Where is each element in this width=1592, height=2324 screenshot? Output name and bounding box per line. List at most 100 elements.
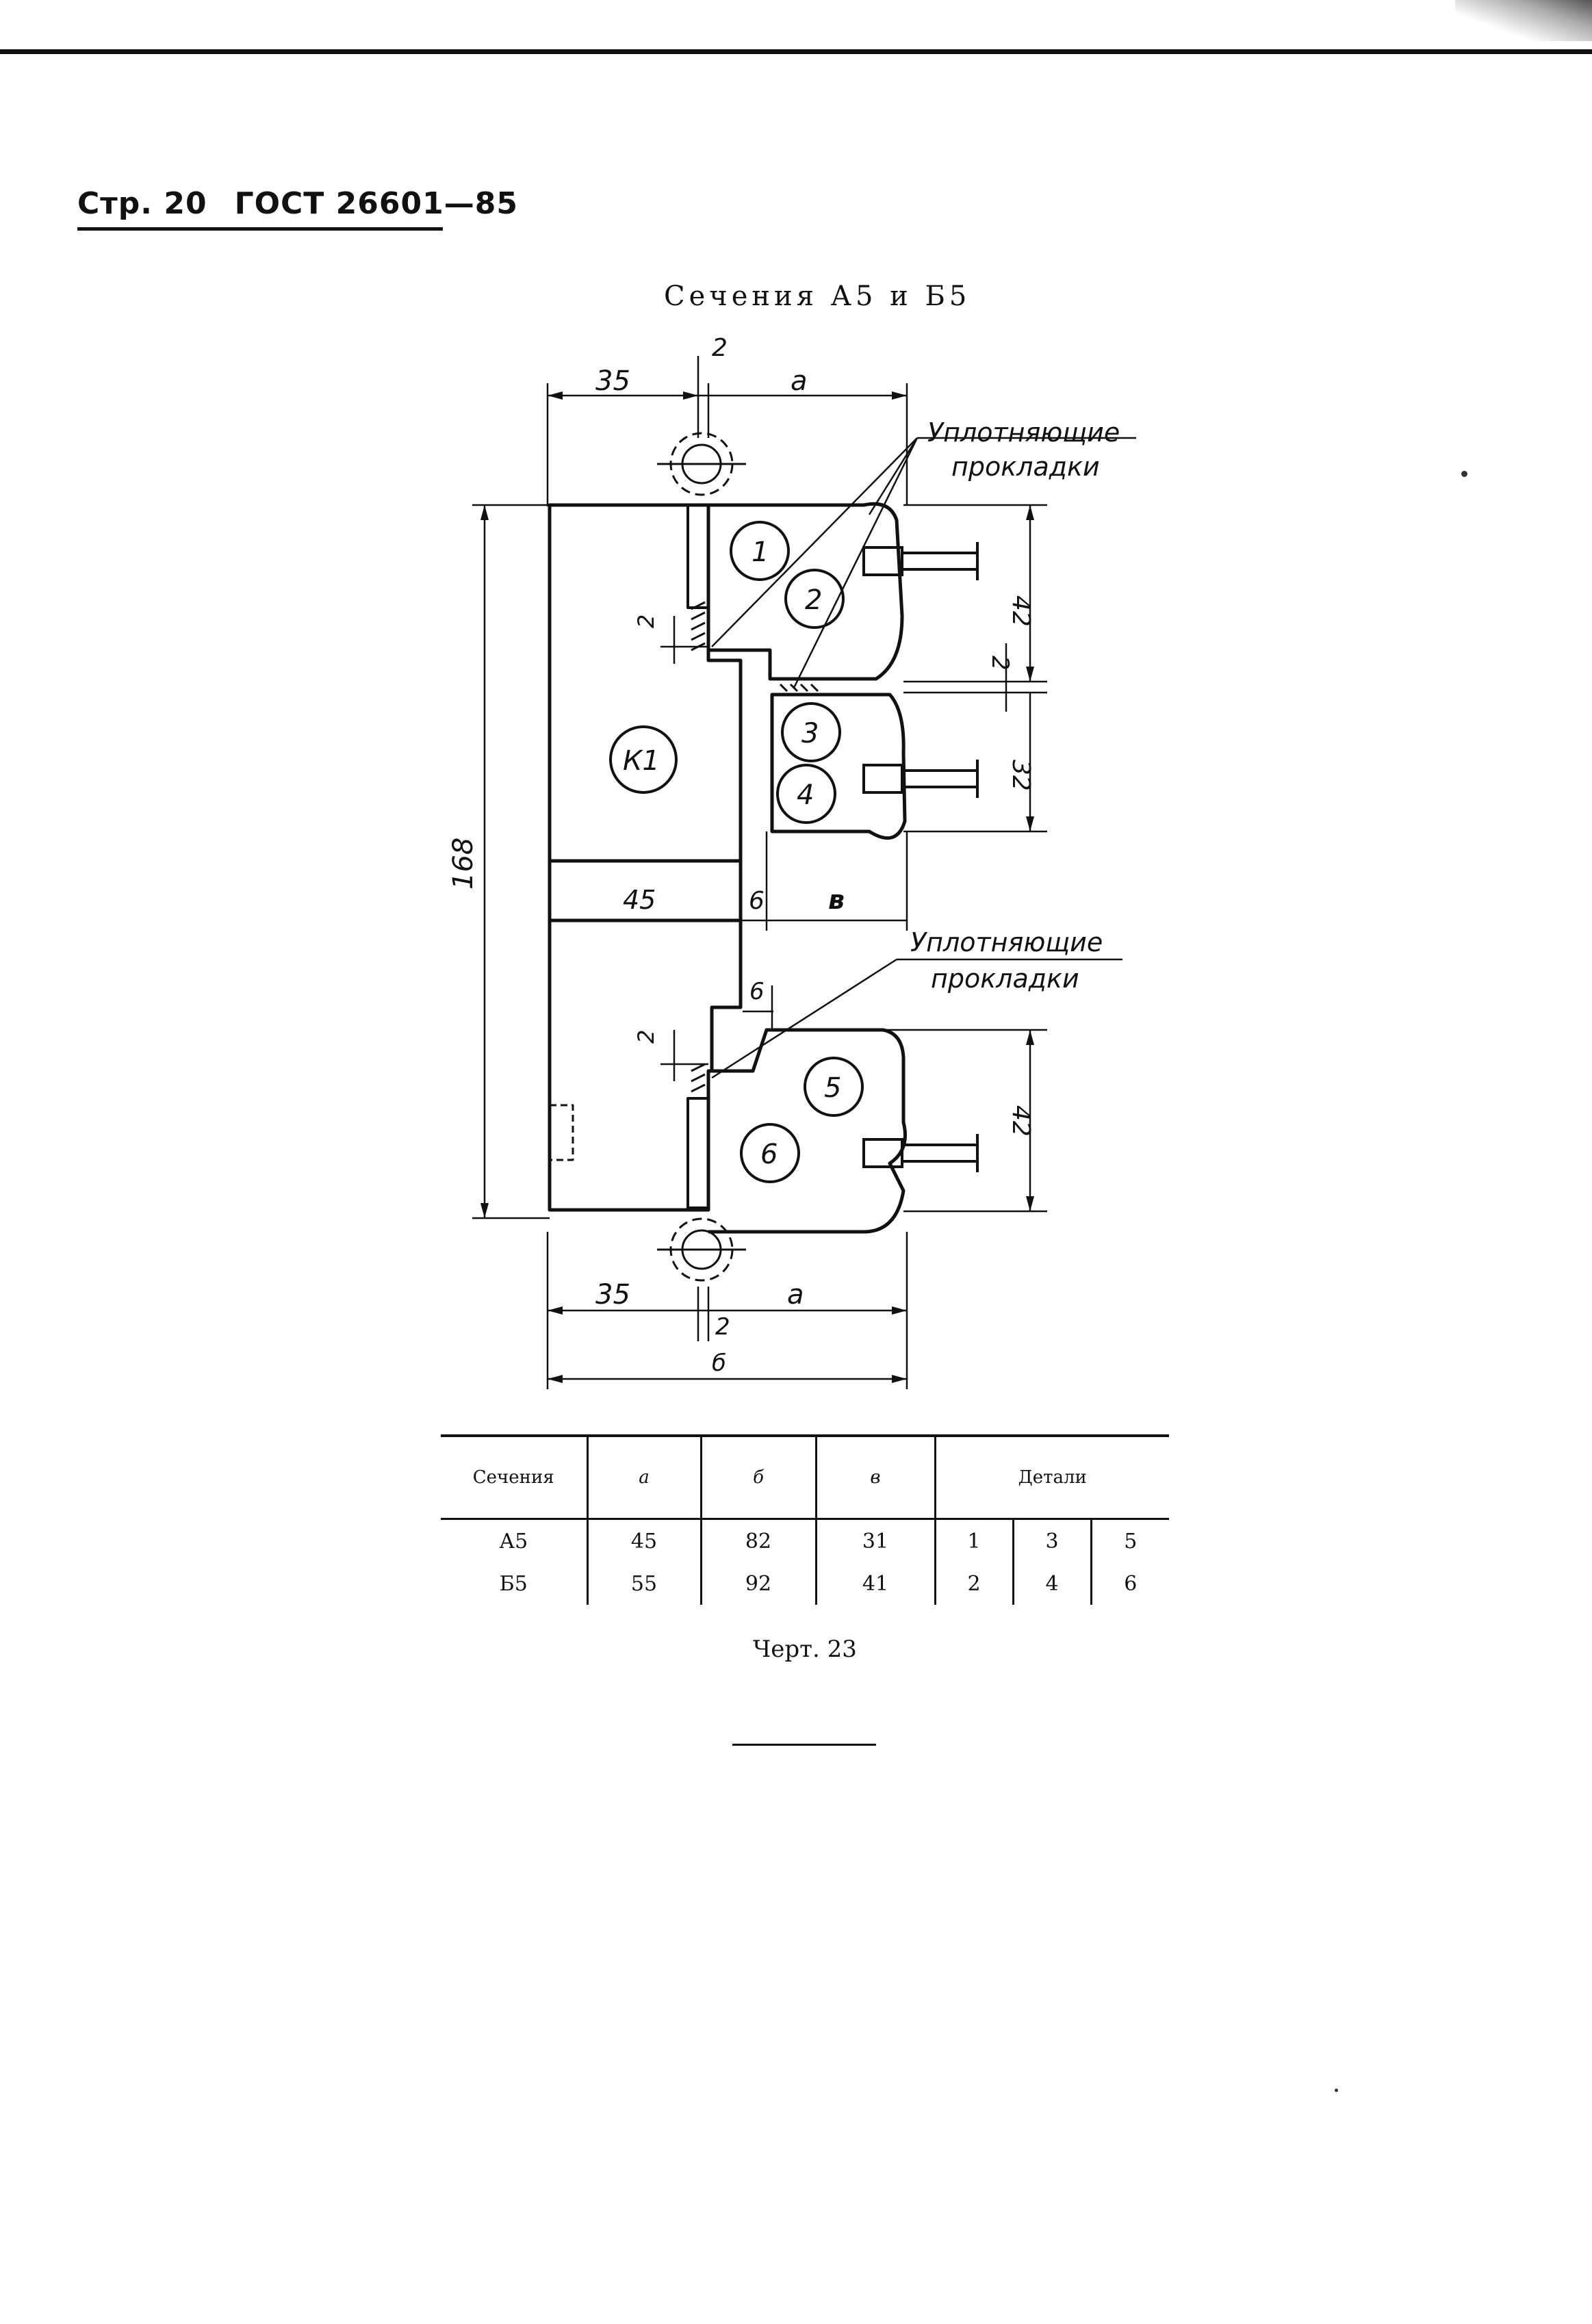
header-a: a xyxy=(586,1434,701,1520)
part-5-circle xyxy=(804,1057,864,1117)
part-1-circle xyxy=(730,521,790,581)
part-3-label: 3 xyxy=(801,718,819,749)
dim-42-top: 42 xyxy=(1007,595,1035,627)
arrow xyxy=(480,1203,489,1218)
arrow xyxy=(1026,1196,1034,1211)
dim-2-upper-notch: 2 xyxy=(633,615,659,628)
dimensions-table: Сечения a б в Детали А5 45 82 31 1 3 5 Б… xyxy=(441,1434,1169,1605)
dim-2-lower-notch: 2 xyxy=(633,1030,659,1044)
cell-detail-3: 5 xyxy=(1090,1519,1169,1562)
seal-label-top-2: прокладки xyxy=(951,452,1100,482)
lower-seal-hatch xyxy=(691,1063,706,1093)
upper-right-panel xyxy=(708,502,904,681)
cell-a: 45 xyxy=(586,1519,701,1562)
dim-a-top: a xyxy=(791,365,808,397)
dim-35-bottom: 35 xyxy=(595,1279,630,1311)
cell-a: 55 xyxy=(586,1562,701,1605)
seal-label-bottom-2: прокладки xyxy=(931,964,1079,994)
marker-rect xyxy=(548,1104,574,1161)
arrow xyxy=(1026,816,1034,831)
cell-b: 82 xyxy=(699,1519,816,1562)
table-row: Б5 55 92 41 2 4 6 xyxy=(441,1562,1169,1605)
cell-detail-2: 3 xyxy=(1012,1519,1091,1562)
arrow xyxy=(548,391,563,400)
dim-32: 32 xyxy=(1007,760,1035,791)
dim-a-bottom: a xyxy=(787,1279,804,1311)
cell-section: А5 xyxy=(499,1529,528,1553)
table-header-row: Сечения a б в Детали xyxy=(441,1434,1169,1520)
header-details: Детали xyxy=(934,1434,1169,1520)
arrow xyxy=(480,505,489,520)
arrow xyxy=(892,391,907,400)
part-1-label: 1 xyxy=(752,537,769,568)
arrow xyxy=(1026,1030,1034,1045)
cell-detail-1: 1 xyxy=(934,1519,1013,1562)
dim-2-bottom: 2 xyxy=(715,1313,730,1341)
cell-detail-1: 2 xyxy=(934,1562,1013,1605)
part-4-circle xyxy=(776,764,836,824)
upper-anchor-plate xyxy=(862,546,903,576)
part-6-circle xyxy=(740,1123,800,1183)
part-4-label: 4 xyxy=(797,779,814,811)
scan-speck xyxy=(1335,2089,1338,2092)
part-k1-circle xyxy=(609,725,678,794)
spec-table: Сечения a б в Детали А5 45 82 31 1 3 5 Б… xyxy=(441,1434,1169,1605)
cell-detail-2: 4 xyxy=(1012,1562,1091,1605)
lower-slot xyxy=(686,1097,710,1209)
figure-caption: Черт. 23 xyxy=(753,1636,857,1663)
arrow xyxy=(892,1375,907,1383)
seal-label-bottom-1: Уплотняющие xyxy=(910,927,1103,957)
cell-section: Б5 xyxy=(499,1571,528,1596)
seal-leader-bottom-2 xyxy=(711,958,897,1079)
arrow xyxy=(1026,667,1034,682)
gap-seal-hatch xyxy=(779,683,819,693)
cell-v: 41 xyxy=(814,1562,935,1605)
dim-45: 45 xyxy=(623,885,656,915)
dim-2-mid: 2 xyxy=(986,656,1014,671)
scan-speck xyxy=(1461,471,1467,477)
scan-smudge xyxy=(1455,0,1592,41)
dim-42-bottom: 42 xyxy=(1007,1105,1035,1137)
dim-168: 168 xyxy=(448,838,479,890)
header-sections: Сечения xyxy=(441,1434,587,1520)
upper-seal-hatch xyxy=(691,601,706,651)
part-3-circle xyxy=(781,702,841,762)
table-row: А5 45 82 31 1 3 5 xyxy=(441,1519,1169,1562)
arrow xyxy=(548,1375,563,1383)
arrow xyxy=(892,1306,907,1315)
lower-anchor-plate xyxy=(862,1138,903,1168)
arrow xyxy=(1026,505,1034,520)
cell-detail-3: 6 xyxy=(1090,1562,1169,1605)
part-2-circle xyxy=(784,569,845,629)
seal-label-top-1: Уплотняющие xyxy=(927,417,1120,448)
middle-anchor-plate xyxy=(862,764,903,794)
top-border-line xyxy=(0,49,1592,54)
header-underline xyxy=(77,227,443,231)
upper-slot xyxy=(686,504,710,609)
figure-title: Сечения А5 и Б5 xyxy=(664,281,971,312)
part-k1-label: К1 xyxy=(623,745,660,777)
part-2-label: 2 xyxy=(805,584,822,616)
seal-leader-top-4 xyxy=(793,437,919,688)
end-rule xyxy=(732,1744,876,1746)
left-panel-outline xyxy=(548,503,743,1212)
dim-v: в xyxy=(828,885,845,915)
arrow xyxy=(548,1306,563,1315)
dim-6-low: 6 xyxy=(749,978,765,1005)
page-number: Стр. 20 xyxy=(77,186,207,221)
dim-6-mid: 6 xyxy=(749,887,765,915)
part-5-label: 5 xyxy=(824,1072,841,1104)
seal-leader-top-3 xyxy=(711,437,918,647)
dim-b: б xyxy=(712,1350,726,1377)
cell-v: 31 xyxy=(814,1519,935,1562)
header-v: в xyxy=(814,1434,935,1520)
dim-2-top: 2 xyxy=(712,334,728,362)
seal-leader-top-2 xyxy=(868,437,919,515)
part-6-label: 6 xyxy=(760,1139,778,1170)
cell-b: 92 xyxy=(699,1562,816,1605)
dim-35-top: 35 xyxy=(595,365,630,397)
arrow xyxy=(683,391,698,400)
header-b: б xyxy=(699,1434,816,1520)
